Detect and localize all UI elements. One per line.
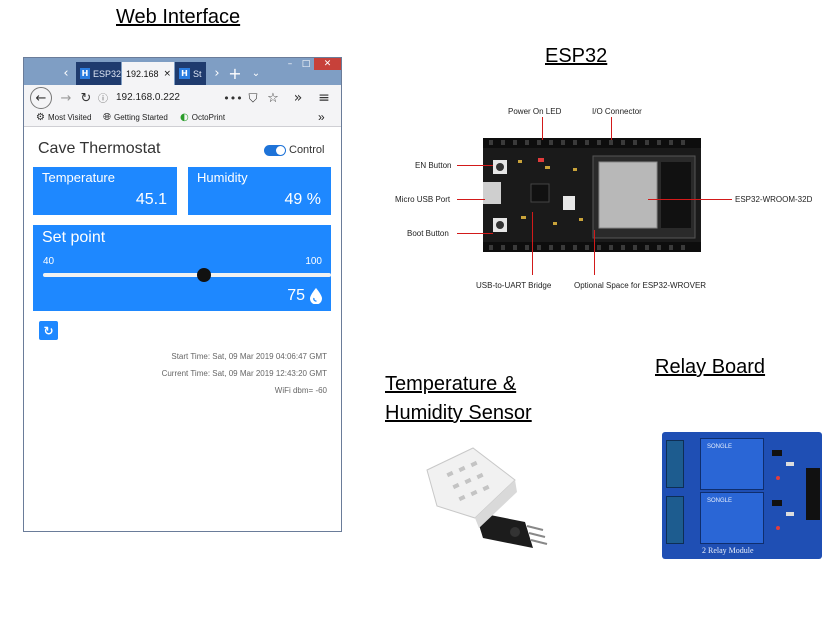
- callout-optional-space: Optional Space for ESP32-WROVER: [574, 281, 707, 290]
- start-time: Start Time: Sat, 09 Mar 2019 04:06:47 GM…: [171, 352, 327, 361]
- tab-local-ip[interactable]: 192.168 ×: [122, 62, 174, 85]
- temperature-value: 45.1: [135, 191, 167, 208]
- address-bar[interactable]: ⓘ 192.168.0.222: [98, 88, 270, 107]
- callout-module: ESP32-WROOM-32D: [735, 195, 813, 204]
- minimize-icon[interactable]: –: [287, 59, 293, 69]
- callout-en-button: EN Button: [415, 161, 452, 170]
- leader-line: [594, 230, 595, 275]
- maximize-icon[interactable]: □: [301, 59, 311, 69]
- control-toggle[interactable]: [264, 145, 286, 156]
- leader-line: [648, 199, 732, 200]
- reload-icon[interactable]: ↻: [80, 90, 92, 106]
- leader-line: [611, 117, 612, 140]
- callout-power-led: Power On LED: [508, 107, 562, 116]
- page-title: Cave Thermostat: [38, 140, 161, 157]
- esp32-board-image: [483, 138, 701, 252]
- info-icon[interactable]: ⓘ: [98, 94, 108, 105]
- relay-2: SONGLE: [700, 492, 764, 544]
- leader-line: [457, 199, 485, 200]
- current-time: Current Time: Sat, 09 Mar 2019 12:43:20 …: [161, 369, 327, 378]
- browser-navbar: ← → ↻ ⓘ 192.168.0.222 ••• ⛉ ☆ » ≡: [24, 85, 341, 110]
- leader-line: [457, 233, 493, 234]
- gear-icon: ⚙: [36, 112, 45, 123]
- esp32-heading: ESP32: [545, 45, 608, 67]
- bookmark-most-visited[interactable]: ⚙ Most Visited: [36, 112, 91, 123]
- relay-components: [770, 442, 800, 538]
- setpoint-min: 40: [43, 256, 55, 267]
- globe-icon: 🌐︎: [103, 112, 111, 123]
- tab-label: 192.168: [126, 68, 159, 79]
- bookmark-label: Most Visited: [47, 113, 92, 122]
- tab-esp32[interactable]: H ESP32: [76, 62, 121, 85]
- bookmark-getting-started[interactable]: 🌐︎ Getting Started: [103, 112, 168, 123]
- humidity-value: 49 %: [284, 191, 321, 208]
- tab-label: St: [193, 68, 202, 79]
- favicon-icon: H: [179, 68, 190, 79]
- callout-micro-usb: Micro USB Port: [395, 195, 451, 204]
- tab-scroll-right-icon[interactable]: ›: [214, 66, 220, 81]
- tab-scroll-left-icon[interactable]: ‹: [63, 66, 69, 81]
- bookmarks-overflow-icon[interactable]: »: [318, 110, 325, 124]
- thermostat-page: Cave Thermostat Control Temperature 45.1…: [24, 128, 341, 531]
- leader-line: [457, 165, 493, 166]
- tab-label: ESP32: [92, 68, 121, 79]
- dht-sensor-image: [415, 440, 550, 560]
- more-actions-icon[interactable]: •••: [223, 91, 243, 105]
- bookmark-label: Getting Started: [114, 113, 168, 122]
- close-tab-icon[interactable]: ×: [163, 68, 172, 79]
- relay-brand: SONGLE: [707, 498, 733, 504]
- browser-titlebar: ‹ H ESP32 192.168 × H St › + ⌄ – □ ✕: [24, 58, 341, 85]
- pin-header: [806, 468, 820, 520]
- temperature-card: Temperature 45.1: [33, 167, 177, 215]
- wifi-strength: WiFi dbm= -60: [274, 386, 327, 395]
- water-drop-icon: [310, 288, 322, 309]
- tab-st[interactable]: H St: [175, 62, 206, 85]
- octoprint-icon: ◐: [180, 112, 189, 123]
- chevron-down-icon[interactable]: ⌄: [251, 68, 261, 79]
- web-interface-heading: Web Interface: [116, 6, 241, 28]
- bookmark-octoprint[interactable]: ◐ OctoPrint: [180, 112, 225, 123]
- url-text: 192.168.0.222: [116, 92, 180, 103]
- relay-1: SONGLE: [700, 438, 764, 490]
- back-arrow-icon[interactable]: ←: [30, 87, 52, 109]
- bookmark-star-icon[interactable]: ☆: [267, 90, 279, 106]
- temperature-label: Temperature: [42, 170, 115, 185]
- sensor-heading-line1: Temperature &: [385, 373, 517, 395]
- relay-board-image: SONGLE SONGLE 2 Relay Module: [662, 432, 822, 559]
- screw-terminal: [666, 440, 684, 488]
- setpoint-slider-thumb[interactable]: [197, 268, 212, 282]
- favicon-icon: H: [80, 68, 90, 79]
- humidity-label: Humidity: [197, 170, 248, 185]
- control-toggle-label: Control: [289, 144, 325, 156]
- callout-boot-button: Boot Button: [407, 229, 449, 238]
- callout-usb-uart: USB-to-UART Bridge: [476, 281, 552, 290]
- callout-io-connector: I/O Connector: [592, 107, 642, 116]
- bookmark-label: OctoPrint: [191, 113, 226, 122]
- close-window-icon[interactable]: ✕: [314, 58, 341, 70]
- hamburger-menu-icon[interactable]: ≡: [318, 90, 330, 106]
- setpoint-label: Set point: [42, 229, 106, 246]
- pocket-icon[interactable]: ⛉: [248, 90, 258, 105]
- relay-brand: SONGLE: [707, 444, 733, 450]
- humidity-card: Humidity 49 %: [188, 167, 331, 215]
- setpoint-card: Set point 40 100 75: [33, 225, 331, 311]
- leader-line: [542, 117, 543, 140]
- screw-terminal: [666, 496, 684, 544]
- relay-heading: Relay Board: [655, 356, 766, 378]
- new-tab-icon[interactable]: +: [228, 64, 242, 83]
- overflow-chevron-icon[interactable]: »: [293, 90, 303, 106]
- relay-module-label: 2 Relay Module: [702, 546, 754, 555]
- sensor-heading-line2: Humidity Sensor: [385, 402, 532, 424]
- browser-window: ‹ H ESP32 192.168 × H St › + ⌄ – □ ✕ ← →…: [23, 57, 342, 532]
- bookmarks-bar: ⚙ Most Visited 🌐︎ Getting Started ◐ Octo…: [24, 110, 341, 127]
- setpoint-value: 75: [287, 287, 305, 304]
- setpoint-max: 100: [305, 256, 322, 267]
- refresh-button[interactable]: ↻: [39, 321, 58, 340]
- setpoint-slider[interactable]: [43, 268, 331, 282]
- forward-arrow-icon[interactable]: →: [60, 90, 72, 106]
- refresh-icon: ↻: [43, 323, 54, 338]
- leader-line: [532, 212, 533, 275]
